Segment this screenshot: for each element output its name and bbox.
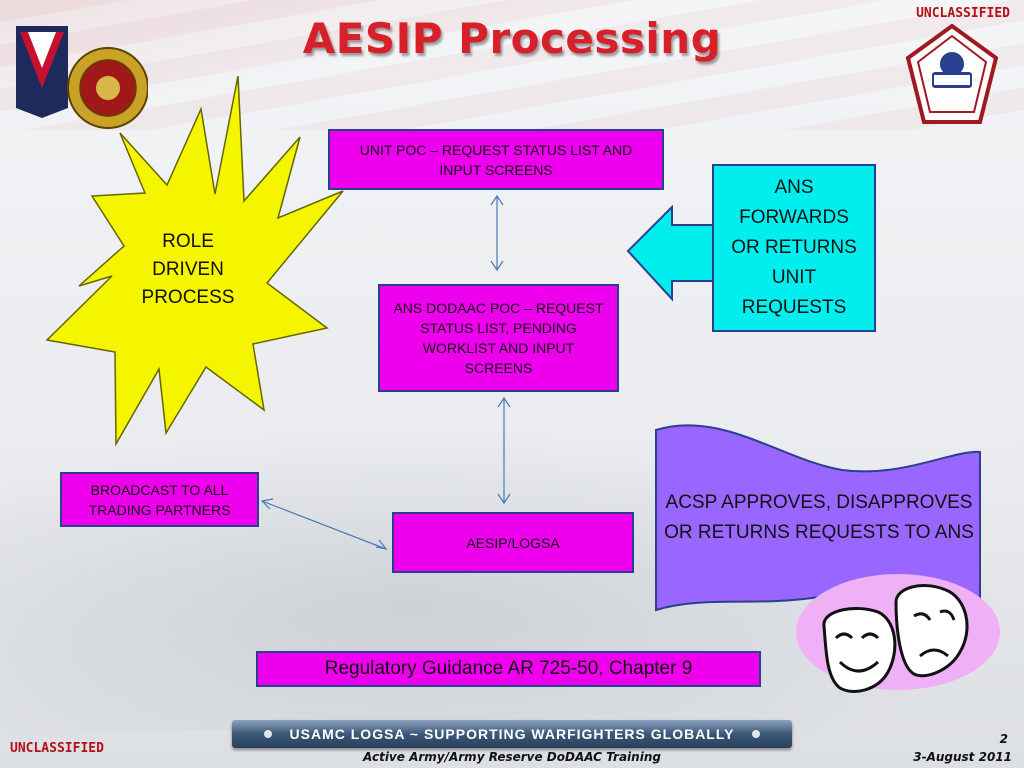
- cyan-left-arrow: [626, 205, 716, 302]
- tragedy-mask: [894, 584, 969, 678]
- footer-banner: USAMC LOGSA ~ SUPPORTING WARFIGHTERS GLO…: [232, 720, 792, 748]
- role-burst: [45, 76, 344, 447]
- starburst-shape: [45, 76, 344, 447]
- background-flag: [0, 0, 1024, 130]
- role-driven-label: ROLE DRIVEN PROCESS: [141, 231, 235, 308]
- regulatory-guidance-box: Regulatory Guidance AR 725-50, Chapter 9: [256, 651, 761, 687]
- logsa-logo: [905, 24, 999, 124]
- theater-masks-icon: [796, 574, 1000, 693]
- comedy-mask: [822, 607, 897, 693]
- left-arrow-icon: [626, 205, 716, 302]
- aesip-logsa-box: AESIP/LOGSA: [392, 512, 634, 573]
- acsp-wave-banner: [655, 424, 981, 614]
- slide-title: AESIP Processing: [302, 14, 722, 63]
- page-number: 2: [999, 732, 1008, 746]
- classification-bottom: UNCLASSIFIED: [10, 741, 104, 756]
- training-subtitle: Active Army/Army Reserve DoDAAC Training: [363, 750, 661, 764]
- unit-poc-box: UNIT POC – REQUEST STATUS LIST AND INPUT…: [328, 129, 664, 190]
- ans-forwards-box: ANS FORWARDS OR RETURNS UNIT REQUESTS: [712, 164, 876, 332]
- ans-dodaac-box: ANS DODAAC POC – REQUEST STATUS LIST, PE…: [378, 284, 619, 392]
- bullet-icon: [263, 730, 272, 738]
- bullet-icon: [752, 730, 761, 738]
- amc-logo: [16, 26, 148, 129]
- wave-shape: [655, 424, 981, 614]
- arrow-broadcast-to-aesip: [261, 500, 387, 550]
- acsp-label: ACSP APPROVES, DISAPPROVES OR RETURNS RE…: [664, 492, 974, 543]
- slide-date: 3-August 2011: [913, 750, 1012, 764]
- broadcast-box: BROADCAST TO ALL TRADING PARTNERS: [60, 472, 259, 527]
- classification-top: UNCLASSIFIED: [916, 6, 1010, 21]
- footer-banner-text: USAMC LOGSA ~ SUPPORTING WARFIGHTERS GLO…: [289, 726, 735, 742]
